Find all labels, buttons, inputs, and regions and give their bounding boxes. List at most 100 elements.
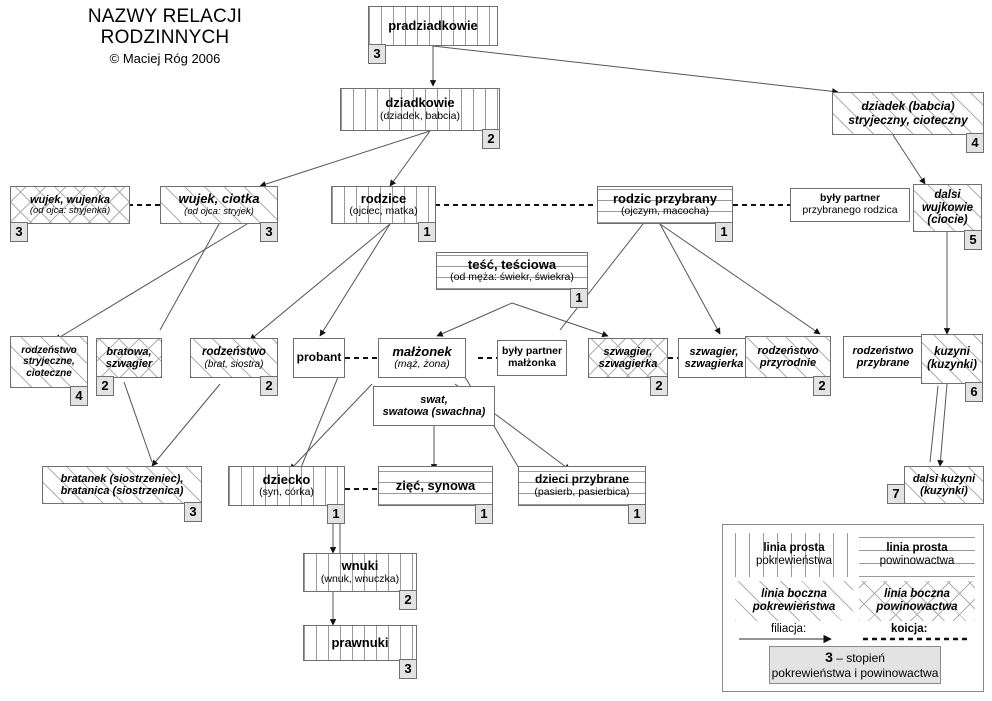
node-label: prawnuki	[331, 634, 389, 650]
node-sublabel: przyrodnie	[759, 357, 817, 369]
node-label: zięć, synowa	[395, 477, 476, 493]
title-line-2: RODZINNYCH	[100, 27, 230, 49]
node-dziadek-stryjeczny[interactable]: dziadek (babcia) stryjeczny, cioteczny 4	[832, 92, 984, 153]
degree-badge: 1	[475, 504, 493, 524]
node-sublabel: stryjeczny, cioteczny	[848, 112, 968, 127]
node-sublabel: bratanica (siostrzenica)	[60, 485, 184, 497]
node-rodzic-przybrany[interactable]: rodzic przybrany (ojczym, macocha) 1	[597, 186, 733, 242]
node-sublabel: (dziadek, babcia)	[380, 109, 460, 122]
node-wujek-ciotka[interactable]: wujek, ciotka (od ojca: stryjek) 3	[160, 186, 278, 242]
node-bratanek-bratanica[interactable]: bratanek (siostrzeniec), bratanica (sios…	[42, 466, 202, 522]
page-title: NAZWY RELACJI RODZINNYCH © Maciej Róg 20…	[20, 6, 310, 66]
degree-badge: 4	[70, 386, 88, 406]
degree-badge: 2	[399, 590, 417, 610]
node-label: rodzeństwo	[852, 344, 914, 357]
node-sublabel: swatowa (swachna)	[382, 406, 486, 418]
degree-badge: 7	[887, 484, 905, 504]
node-byly-partner-przybranego-rodzica[interactable]: były partner przybranego rodzica	[790, 188, 910, 222]
legend-degree-dash: – stopień	[836, 651, 885, 666]
node-rodzenstwo[interactable]: rodzeństwo (brat, siostra) 2	[190, 338, 278, 396]
legend-sublabel: powinowactwa	[876, 601, 958, 613]
legend-prosta-pokrewienstwa: linia prosta pokrewieństwa	[735, 533, 853, 577]
node-dziadkowie[interactable]: dziadkowie (dziadek, babcia) 2	[340, 88, 500, 149]
node-label: małżonek	[392, 343, 452, 359]
legend-koicja-label: koicja:	[891, 623, 928, 635]
node-label: dalsi	[934, 188, 961, 201]
node-dalsi-kuzyni[interactable]: dalsi kuzyni (kuzynki) 7	[887, 466, 984, 504]
node-prawnuki[interactable]: prawnuki 3	[303, 625, 417, 679]
legend-prosta-powinowactwa: linia prosta powinowactwa	[859, 533, 975, 577]
node-szwagier-szwagierka-2[interactable]: szwagier, szwagierka	[678, 338, 750, 378]
node-rodzenstwo-stryjeczne[interactable]: rodzeństwo stryjeczne, cioteczne 4	[10, 336, 88, 406]
legend-filiacja-label: filiacja:	[771, 623, 807, 635]
legend-degree-box: 3 – stopień pokrewieństwa i powinowactwa	[769, 646, 941, 684]
legend-sublabel: pokrewieństwa	[752, 601, 836, 613]
degree-badge: 1	[570, 288, 588, 308]
legend-boczna-powinowactwa: linia boczna powinowactwa	[859, 581, 975, 621]
node-bratowa-szwagier[interactable]: bratowa, szwagier 2	[96, 338, 162, 396]
node-sublabel: (kuzynki)	[927, 359, 977, 371]
node-dzieci-przybrane[interactable]: dzieci przybrane (pasierb, pasierbica) 1	[518, 466, 646, 524]
legend-degree-number: 3	[825, 649, 833, 666]
degree-badge: 6	[965, 382, 983, 402]
legend-sublabel: powinowactwa	[879, 555, 955, 567]
hatch-diagonal-sample	[735, 581, 853, 621]
node-label: teść, teściowa	[467, 256, 557, 272]
node-probant[interactable]: probant	[293, 338, 345, 378]
legend-panel: linia prosta pokrewieństwa linia prosta …	[722, 524, 984, 692]
node-label: rodzeństwo	[757, 344, 819, 357]
node-dalsi-wujkowie[interactable]: dalsi wujkowie (ciocie) 5	[913, 184, 982, 250]
node-sublabel: wujkowie	[921, 201, 974, 214]
degree-badge: 1	[327, 504, 345, 524]
node-label: dziadek (babcia)	[861, 99, 955, 114]
node-sublabel: (od męża: świekr, świekra)	[450, 271, 574, 284]
degree-badge: 3	[10, 222, 28, 242]
node-sublabel: małżonka	[508, 357, 556, 369]
legend-boczna-pokrewienstwa: linia boczna pokrewieństwa	[735, 581, 853, 621]
node-malzonek[interactable]: małżonek (mąż, żona)	[378, 338, 466, 378]
node-label: dzieci przybrane	[534, 472, 630, 487]
node-sublabel-2: (ciocie)	[927, 214, 968, 227]
title-line-1: NAZWY RELACJI	[87, 6, 243, 27]
node-sublabel: szwagier	[105, 358, 153, 370]
node-tesc-tesciowa[interactable]: teść, teściowa (od męża: świekr, świekra…	[436, 252, 588, 308]
node-label: były partner	[819, 192, 881, 205]
node-ziec-synowa[interactable]: zięć, synowa 1	[378, 466, 493, 524]
node-sublabel: stryjeczne,	[23, 356, 75, 368]
node-rodzenstwo-przyrodnie[interactable]: rodzeństwo przyrodnie 2	[745, 336, 831, 396]
node-label: probant	[296, 350, 342, 365]
node-label: swat,	[420, 393, 448, 406]
node-byly-partner-malzonka[interactable]: były partner małżonka	[497, 340, 567, 376]
node-wujek-wujenka[interactable]: wujek, wujenka (od ojca: stryjenka) 3	[10, 186, 130, 242]
node-label: wujek, ciotka	[178, 191, 260, 207]
node-label: bratanek (siostrzeniec),	[60, 472, 184, 485]
node-swat-swatowa[interactable]: swat, swatowa (swachna)	[373, 386, 495, 426]
degree-badge: 3	[399, 659, 417, 679]
node-label: kuzyni	[934, 346, 970, 359]
node-sublabel: (kuzynki)	[920, 485, 968, 497]
node-pradziadkowie[interactable]: pradziadkowie 3	[368, 6, 498, 64]
legend-degree-line-1: 3 – stopień	[825, 649, 885, 666]
node-label: dziecko	[262, 471, 311, 487]
node-szwagier-szwagierka-1[interactable]: szwagier, szwagierka 2	[588, 338, 668, 396]
degree-badge: 1	[628, 504, 646, 524]
node-label: dalsi kuzyni	[912, 472, 976, 485]
degree-badge: 2	[482, 129, 500, 149]
node-rodzenstwo-przybrane[interactable]: rodzeństwo przybrane	[843, 336, 923, 378]
node-label: rodzic przybrany	[612, 190, 718, 206]
legend-label: linia prosta	[886, 541, 948, 554]
node-sublabel: (syn, córka)	[259, 486, 314, 499]
node-label: były partner	[501, 345, 563, 358]
node-kuzyni[interactable]: kuzyni (kuzynki) 6	[921, 334, 983, 402]
degree-badge: 1	[418, 222, 436, 242]
degree-badge: 2	[260, 376, 278, 396]
node-sublabel: przybranego rodzica	[802, 204, 898, 216]
degree-badge: 3	[368, 44, 386, 64]
node-rodzice[interactable]: rodzice (ojciec, matka) 1	[331, 186, 436, 242]
node-wnuki[interactable]: wnuki (wnuk, wnuczka) 2	[303, 553, 417, 610]
node-label: szwagier,	[689, 345, 739, 358]
node-dziecko[interactable]: dziecko (syn, córka) 1	[228, 466, 345, 524]
node-label: rodzice	[360, 190, 407, 206]
legend-degree-text: pokrewieństwa i powinowactwa	[771, 666, 939, 681]
node-label: wujek, wujenka	[29, 193, 111, 206]
